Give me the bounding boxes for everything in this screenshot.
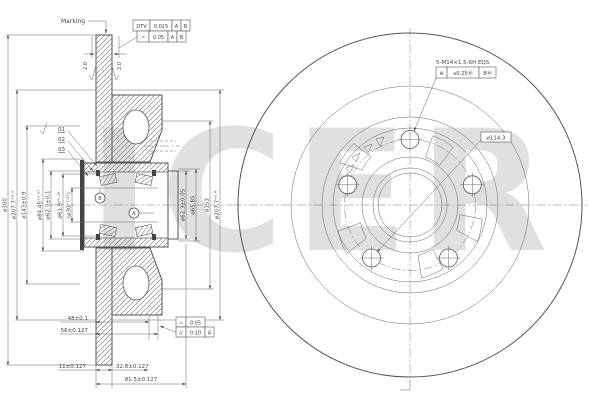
marking-label: Marking (61, 18, 85, 25)
parallelism-datum: A (208, 331, 212, 337)
datum-corner-mark (400, 380, 411, 391)
dimension-labels-right: ⌀62.3±0.05 ⌀65.85 ⌀153 ⌀207.7⁺⁰·⁴ (181, 188, 221, 221)
bolt-circle-value: ⌀114.3 (486, 136, 506, 142)
dtv-symbol: DTV (136, 24, 147, 30)
position-tolerance: ⌀0.25Ⓜ (453, 70, 472, 77)
datum-a-label: A (132, 211, 136, 217)
extension-lines-left (6, 34, 98, 366)
dim-56: 56±0.127 (61, 328, 89, 334)
dim-hat-diameter: ⌀143±0.9 (22, 191, 28, 219)
dim-bore-30: (⌀30⁻⁰·²¹) (66, 192, 73, 218)
dim-bore-62-left: ⌀62.3±0.1 (46, 191, 52, 220)
dim-153: ⌀153 (205, 198, 211, 212)
bolt-holes (335, 127, 485, 271)
dimension-labels-left: ⌀300 ⌀207.7⁺⁰·⁴ ⌀143±0.9 ⌀84.45⁺⁰·⁰⁷ ⌀62… (3, 190, 73, 220)
bolt-hole-top (398, 127, 422, 152)
runout-datum-a: A (171, 35, 175, 41)
friction-ring-section (95, 34, 113, 366)
runout-datum-b: B (180, 35, 184, 41)
dim-81-5: 81.5±0.127 (125, 377, 158, 383)
bearing-hub-section (80, 160, 179, 250)
bolt-hole-lower-right (436, 246, 461, 270)
dim-32-8: 32.8±0.127 (116, 364, 149, 370)
dim-bore-61-9: ⌀61.9⁺⁰·¹⁸ (57, 191, 64, 219)
flatness-value: 0.05 (190, 321, 201, 327)
dtv-datum-a: A (175, 24, 179, 30)
parallelism-symbol: // (179, 331, 183, 337)
parallelism-value: 0.10 (190, 331, 201, 337)
dim-friction-inner-right: ⌀207.7⁺⁰·⁴ (214, 190, 221, 219)
dim-friction-inner-left: ⌀207.7⁺⁰·⁴ (11, 190, 18, 219)
tone-ring-teeth (345, 136, 385, 174)
item-labels: 01 02 03 (58, 127, 98, 177)
disc-circles (237, 32, 583, 378)
bottom-dimensions: 48±0.1 56±0.127 11±0.127 32.8±0.127 81.5… (58, 244, 187, 388)
roughness-check-left-icon (88, 65, 97, 81)
bolt-hole-upper-left (335, 172, 360, 197)
flatness-symbol: ▱ (179, 321, 183, 327)
dtv-runout-frames: DTV 0.015 A B ↗ 0.05 A B (132, 19, 191, 43)
position-datum: BⓂ (483, 70, 491, 77)
position-symbol: ⊕ (439, 71, 443, 77)
bolt-hole-upper-right (460, 172, 485, 197)
runout-value: 0.05 (153, 35, 164, 41)
flange-windows (338, 135, 483, 279)
dim-outer-diameter: ⌀300 (3, 198, 9, 212)
bottom-tolerance-frames: ▱ 0.05 // 0.10 A (159, 316, 215, 338)
stud-hidden-lines (144, 140, 180, 152)
roughness-check-right-icon (111, 65, 120, 81)
dtv-value: 0.015 (154, 24, 168, 30)
datum-b-label: B (98, 196, 102, 202)
roughness-value-right: 2.0 (117, 62, 123, 70)
dim-65-85: ⌀65.85 (191, 195, 197, 215)
bolt-hole-lower-left (359, 246, 384, 270)
hub-stub (167, 170, 179, 240)
shield-plate (80, 160, 84, 250)
thread-callout: 5-M14×1.5-6H EQS ⊕ ⌀0.25Ⓜ BⓂ (413, 60, 497, 132)
roughness-check-face-icon (39, 121, 48, 135)
marking-callout: Marking (61, 18, 138, 58)
roughness-marks: 2.0 2.0 (39, 62, 123, 135)
runout-symbol: ↗ (141, 35, 145, 41)
dim-48: 48±0.1 (68, 316, 88, 322)
datum-circles: B A (94, 188, 154, 219)
item-label-03: 03 (58, 147, 65, 153)
hat-section (111, 94, 163, 316)
section-view: ⌀300 ⌀207.7⁺⁰·⁴ ⌀143±0.9 ⌀84.45⁺⁰·⁰⁷ ⌀62… (3, 18, 232, 388)
item-label-02: 02 (58, 137, 65, 143)
item-label-01: 01 (58, 127, 65, 133)
bolt-circle-callout: ⌀114.3 (376, 131, 512, 253)
dimension-lines-right (184, 89, 222, 321)
dim-bore-62-right: ⌀62.3±0.05 (181, 188, 187, 221)
front-view: 5-M14×1.5-6H EQS ⊕ ⌀0.25Ⓜ BⓂ ⌀114.3 (233, 28, 588, 391)
dtv-datum-b: B (184, 24, 188, 30)
dimension-lines-left (6, 34, 74, 366)
dim-bearing-seat: ⌀84.45⁺⁰·⁰⁷ (37, 190, 44, 220)
roughness-value-left: 2.0 (83, 62, 89, 70)
bearing-rollers (98, 173, 154, 237)
dim-11: 11±0.127 (59, 364, 87, 370)
thread-callout-text: 5-M14×1.5-6H EQS (436, 60, 490, 66)
